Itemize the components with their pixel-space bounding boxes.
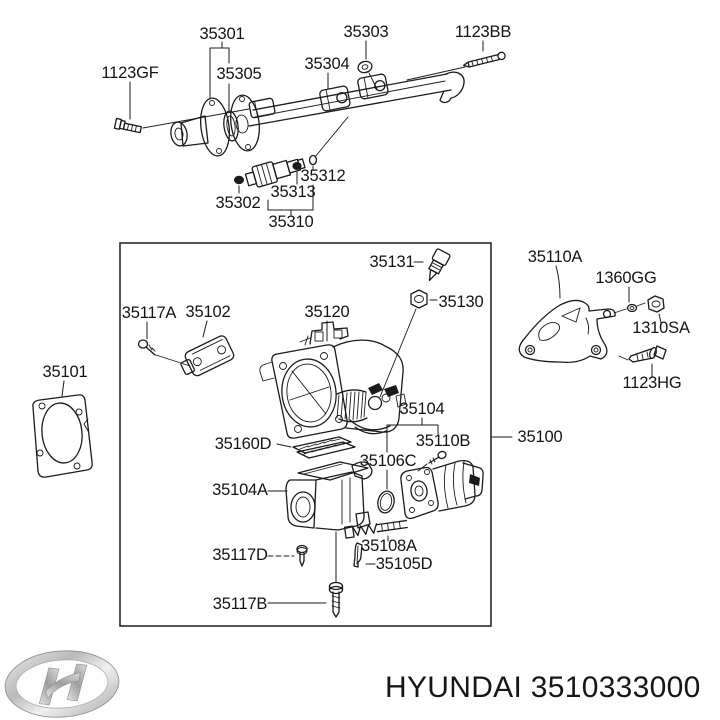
part-label-35100: 35100 <box>518 428 563 446</box>
fuel-rail-bolt-1123GF-drawing <box>113 108 250 134</box>
part-label-35110A: 35110A <box>528 248 583 266</box>
spring-screw-35108A-drawing <box>343 519 408 542</box>
part-label-35117A: 35117A <box>122 304 177 322</box>
bracket-35110A-drawing <box>518 265 616 364</box>
part-label-35305: 35305 <box>217 65 262 83</box>
part-label-1123BB: 1123BB <box>455 23 511 41</box>
part-label-1123HG: 1123HG <box>622 374 681 392</box>
tps-sensor-35102-drawing <box>180 320 235 377</box>
nut-1310SA-drawing <box>636 295 665 324</box>
screw-35117A-drawing <box>137 321 191 367</box>
part-label-1360GG: 1360GG <box>595 269 656 287</box>
part-label-1310SA: 1310SA <box>632 319 690 337</box>
part-label-35110B: 35110B <box>416 432 471 450</box>
o-ring-35106C-drawing <box>377 490 395 514</box>
part-label-35106C: 35106C <box>360 452 417 470</box>
part-label-35102: 35102 <box>186 303 231 321</box>
footer-part-number: HYUNDAI 3510333000 <box>385 671 701 704</box>
throttle-body-35120-drawing <box>259 320 407 439</box>
part-label-35310: 35310 <box>269 213 314 231</box>
part-label-35302: 35302 <box>216 194 261 212</box>
part-label-35312: 35312 <box>301 167 346 185</box>
lever-plate-35160D-drawing <box>276 436 356 459</box>
part-label-35117D: 35117D <box>212 546 268 564</box>
screw-35117D-drawing <box>267 544 308 567</box>
rail-screw-1123BB-drawing <box>406 51 506 81</box>
fitting-35130-drawing <box>379 289 438 398</box>
assembly-outline-box <box>119 242 492 627</box>
part-label-35130: 35130 <box>439 293 484 311</box>
lower-body-35104A-drawing <box>267 461 373 531</box>
part-label-1123GF: 1123GF <box>101 64 158 82</box>
fuel-injector-drawing <box>234 116 349 188</box>
kit-35104-leaders <box>386 417 439 490</box>
lever-35105D-drawing <box>353 542 376 568</box>
part-label-35101: 35101 <box>43 363 88 381</box>
pressure-regulator-drawing <box>170 94 260 157</box>
hyundai-logo-icon <box>4 650 120 718</box>
bolt-1123HG-drawing <box>618 345 667 378</box>
fuel-rail-drawing <box>248 71 465 127</box>
part-label-35104: 35104 <box>400 400 445 418</box>
bolt-35117B-drawing <box>267 531 344 618</box>
part-label-35160D: 35160D <box>215 435 272 453</box>
part-label-35117B: 35117B <box>213 595 268 613</box>
part-label-35105D: 35105D <box>376 555 433 573</box>
top-leader-lines <box>129 40 484 216</box>
part-label-35301: 35301 <box>200 25 245 43</box>
part-label-35108A: 35108A <box>361 537 417 555</box>
gasket-35101-drawing <box>32 380 93 478</box>
part-label-35303: 35303 <box>344 23 389 41</box>
part-label-35104A: 35104A <box>212 481 268 499</box>
sensor-35131-drawing <box>413 248 451 282</box>
isc-valve-drawing <box>400 459 484 520</box>
part-label-35313: 35313 <box>271 183 316 201</box>
part-label-35304: 35304 <box>305 55 350 73</box>
grommet-35303-drawing <box>357 60 378 90</box>
part-label-35120: 35120 <box>305 303 350 321</box>
washer-1360GG-drawing <box>613 286 638 314</box>
part-label-35131: 35131 <box>370 253 415 271</box>
